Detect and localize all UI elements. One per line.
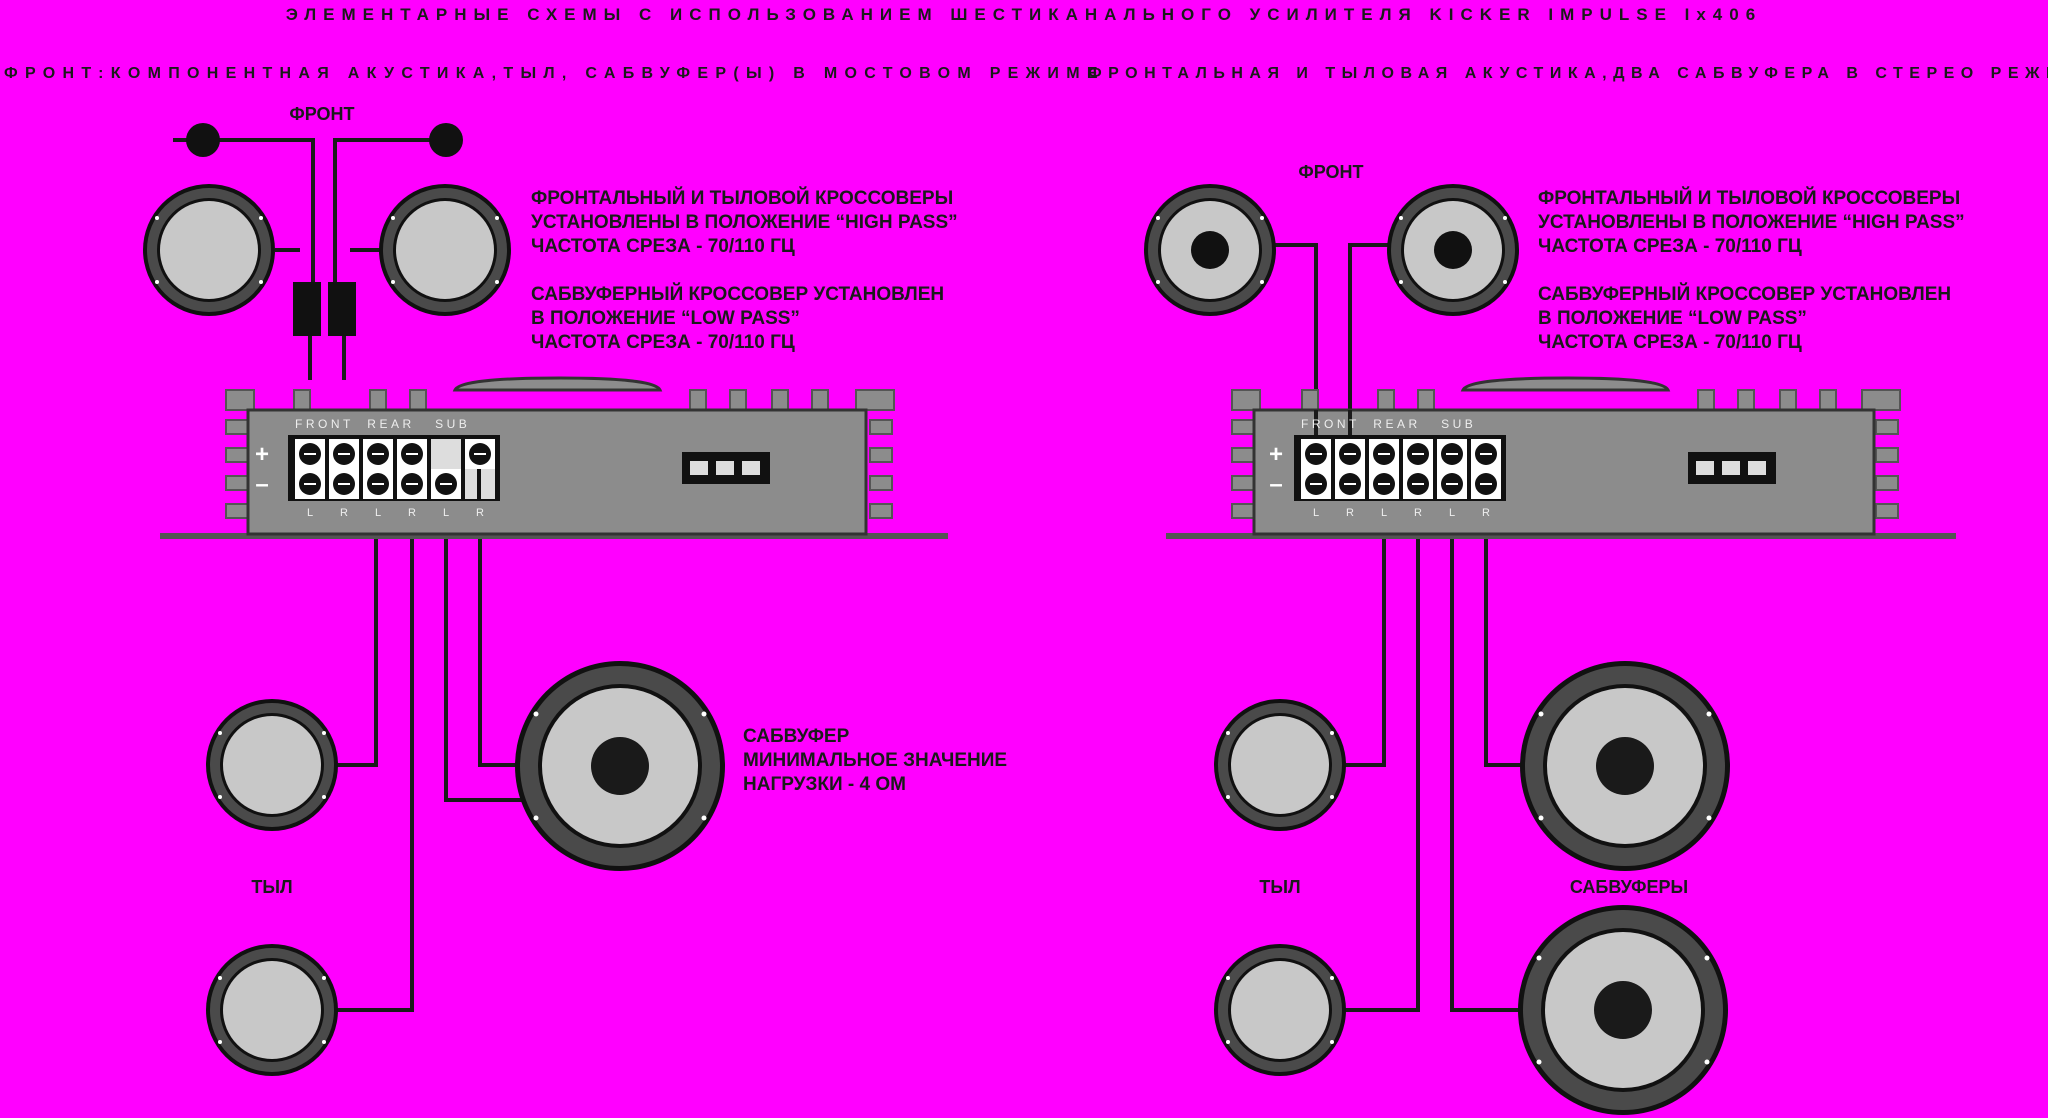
left-lr-label: L	[307, 507, 313, 519]
left-rear-speaker-r	[206, 944, 338, 1076]
left-wires	[173, 138, 525, 1012]
left-subtitle: ФРОНТ:КОМПОНЕНТНАЯ АКУСТИКА,ТЫЛ, САБВУФЕ…	[4, 65, 1105, 82]
page-title: ЭЛЕМЕНТАРНЫЕ СХЕМЫ С ИСПОЛЬЗОВАНИЕМ ШЕСТ…	[286, 5, 1762, 24]
right-subtitle: ФРОНТАЛЬНАЯ И ТЫЛОВАЯ АКУСТИКА,ДВА САБВУ…	[1088, 65, 2048, 82]
right-amp-minus: –	[1269, 471, 1282, 498]
right-front-speaker-l	[1144, 184, 1276, 316]
left-note-line: САБВУФЕРНЫЙ КРОССОВЕР УСТАНОВЛЕН	[531, 283, 944, 305]
right-front-label: ФРОНТ	[1298, 162, 1363, 182]
right-wires	[1275, 243, 1530, 1012]
left-amp-input-jacks	[690, 461, 760, 475]
left-lr-label: R	[476, 507, 484, 519]
left-crossover-r	[328, 282, 356, 336]
left-amp-minus: –	[255, 471, 268, 498]
right-diagram: ФРОНТ ФРОНТАЛЬНЫЙ И ТЫЛОВОЙ КРОССОВЕРЫ У…	[1144, 162, 1965, 1115]
left-front-label: ФРОНТ	[289, 104, 354, 124]
right-rear-label: ТЫЛ	[1259, 877, 1300, 897]
right-lr-label: L	[1449, 507, 1455, 519]
left-note-line: В ПОЛОЖЕНИЕ “LOW PASS”	[531, 308, 800, 329]
left-note-line: ФРОНТАЛЬНЫЙ И ТЫЛОВОЙ КРОССОВЕРЫ	[531, 187, 953, 209]
right-amp-lr-labels: L R L R L R	[1313, 507, 1490, 519]
left-note-line: ЧАСТОТА СРЕЗА - 70/110 ГЦ	[531, 332, 795, 353]
right-amp-input-jacks	[1696, 461, 1766, 475]
right-amp-channel-labels: FRONT REAR SUB	[1301, 417, 1476, 431]
left-terminal-screws	[294, 438, 496, 500]
left-note-line: ЧАСТОТА СРЕЗА - 70/110 ГЦ	[531, 236, 795, 257]
left-crossover-l	[293, 282, 321, 336]
left-amp-plus: +	[255, 441, 269, 468]
right-lr-label: R	[1414, 507, 1422, 519]
right-note-line: ЧАСТОТА СРЕЗА - 70/110 ГЦ	[1538, 236, 1802, 257]
right-notes: ФРОНТАЛЬНЫЙ И ТЫЛОВОЙ КРОССОВЕРЫ УСТАНОВ…	[1538, 187, 1965, 353]
right-note-line: САБВУФЕРНЫЙ КРОССОВЕР УСТАНОВЛЕН	[1538, 283, 1951, 305]
right-subs-label: САБВУФЕРЫ	[1570, 877, 1688, 897]
left-diagram: ФРОНТ ФРОНТАЛЬНЫЙ И ТЫЛОВОЙ КРОССОВЕРЫ У…	[143, 104, 1007, 1076]
left-front-speaker-l	[143, 184, 275, 316]
left-amplifier: FRONT REAR SUB + – L R L R L	[160, 376, 948, 539]
right-subwoofer-r	[1518, 905, 1728, 1115]
right-lr-label: L	[1381, 507, 1387, 519]
left-amp-fins	[225, 389, 895, 519]
right-rear-speaker-r	[1214, 944, 1346, 1076]
left-sub-note-line: МИНИМАЛЬНОЕ ЗНАЧЕНИЕ	[743, 750, 1007, 771]
left-lr-label: L	[443, 507, 449, 519]
left-amp-channel-labels: FRONT REAR SUB	[295, 417, 470, 431]
right-lr-label: R	[1346, 507, 1354, 519]
left-note-line: УСТАНОВЛЕНЫ В ПОЛОЖЕНИЕ “HIGH PASS”	[531, 212, 958, 233]
right-lr-label: R	[1482, 507, 1490, 519]
right-amp-plus: +	[1269, 441, 1283, 468]
left-tweeter-l	[186, 123, 220, 157]
right-amplifier: FRONT REAR SUB + – L R L R L R	[1166, 376, 1956, 539]
right-lr-label: L	[1313, 507, 1319, 519]
left-rear-speaker-l	[206, 699, 338, 831]
left-lr-label: L	[375, 507, 381, 519]
left-lr-label: R	[408, 507, 416, 519]
left-notes: ФРОНТАЛЬНЫЙ И ТЫЛОВОЙ КРОССОВЕРЫ УСТАНОВ…	[531, 187, 958, 353]
left-subwoofer	[515, 661, 725, 871]
right-subwoofer-l	[1520, 661, 1730, 871]
left-sub-note-line: НАГРУЗКИ - 4 ОМ	[743, 774, 906, 795]
left-amp-lr-labels: L R L R L R	[307, 507, 484, 519]
right-front-speaker-r	[1387, 184, 1519, 316]
right-rear-speaker-l	[1214, 699, 1346, 831]
right-note-line: ФРОНТАЛЬНЫЙ И ТЫЛОВОЙ КРОССОВЕРЫ	[1538, 187, 1960, 209]
left-front-speaker-r	[379, 184, 511, 316]
left-lr-label: R	[340, 507, 348, 519]
right-note-line: ЧАСТОТА СРЕЗА - 70/110 ГЦ	[1538, 332, 1802, 353]
right-note-line: В ПОЛОЖЕНИЕ “LOW PASS”	[1538, 308, 1807, 329]
left-sub-note-line: САБВУФЕР	[743, 726, 850, 747]
left-tweeter-r	[429, 123, 463, 157]
left-sub-note: САБВУФЕР МИНИМАЛЬНОЕ ЗНАЧЕНИЕ НАГРУЗКИ -…	[743, 726, 1007, 795]
left-rear-label: ТЫЛ	[251, 877, 292, 897]
right-note-line: УСТАНОВЛЕНЫ В ПОЛОЖЕНИЕ “HIGH PASS”	[1538, 212, 1965, 233]
